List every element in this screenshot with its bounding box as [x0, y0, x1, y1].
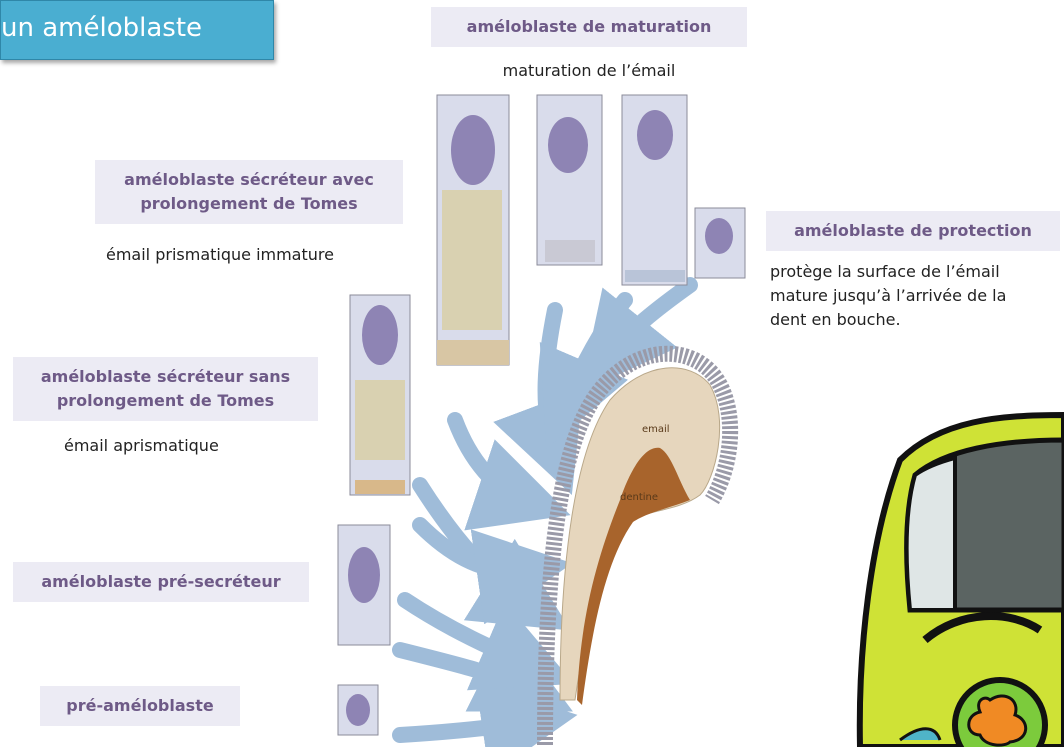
cell-maturation-1 — [437, 95, 509, 365]
label-secretory-without-tomes: améloblaste sécréteur sans prolongement … — [13, 357, 318, 421]
label-presecretory: améloblaste pré-secréteur — [13, 562, 309, 602]
label-preameloblast-text: pré-améloblaste — [66, 696, 213, 715]
cell-secretory-no-tomes — [350, 295, 410, 495]
label-secretory-without-tomes-line2: prolongement de Tomes — [23, 389, 308, 413]
desc-protection-line2: mature jusqu’à l’arrivée de la — [770, 284, 1064, 308]
desc-secretory-with-tomes: émail prismatique immature — [106, 243, 334, 267]
desc-protection-line1: protège la surface de l’émail — [770, 260, 1064, 284]
desc-protection: protège la surface de l’émail mature jus… — [770, 260, 1064, 332]
label-secretory-with-tomes: améloblaste sécréteur avec prolongement … — [95, 160, 403, 224]
label-protection: améloblaste de protection — [766, 211, 1060, 251]
label-protection-text: améloblaste de protection — [794, 221, 1032, 240]
label-preameloblast: pré-améloblaste — [40, 686, 240, 726]
label-maturation: améloblaste de maturation — [431, 7, 747, 47]
desc-maturation: maturation de l’émail — [431, 59, 747, 83]
cell-preameloblast — [338, 685, 378, 735]
van-illustration — [860, 415, 1064, 747]
tooth: email dentine — [545, 354, 730, 745]
cell-maturation-2 — [537, 95, 602, 265]
label-secretory-with-tomes-line2: prolongement de Tomes — [105, 192, 393, 216]
dentine-label: dentine — [620, 492, 658, 503]
arrow-secretory-tomes — [455, 420, 525, 500]
enamel-label: email — [642, 424, 670, 435]
cell-presecretory — [338, 525, 390, 645]
label-secretory-with-tomes-line1: améloblaste sécréteur avec — [105, 168, 393, 192]
desc-protection-line3: dent en bouche. — [770, 308, 1064, 332]
cell-maturation-3 — [622, 95, 687, 285]
arrow-preameloblast — [400, 722, 530, 735]
label-maturation-text: améloblaste de maturation — [467, 17, 712, 36]
desc-secretory-without-tomes: émail aprismatique — [64, 434, 219, 458]
label-secretory-without-tomes-line1: améloblaste sécréteur sans — [23, 365, 308, 389]
label-presecretory-text: améloblaste pré-secréteur — [41, 572, 280, 591]
cell-protection — [695, 208, 745, 278]
arrow-maturation-1 — [546, 310, 555, 450]
